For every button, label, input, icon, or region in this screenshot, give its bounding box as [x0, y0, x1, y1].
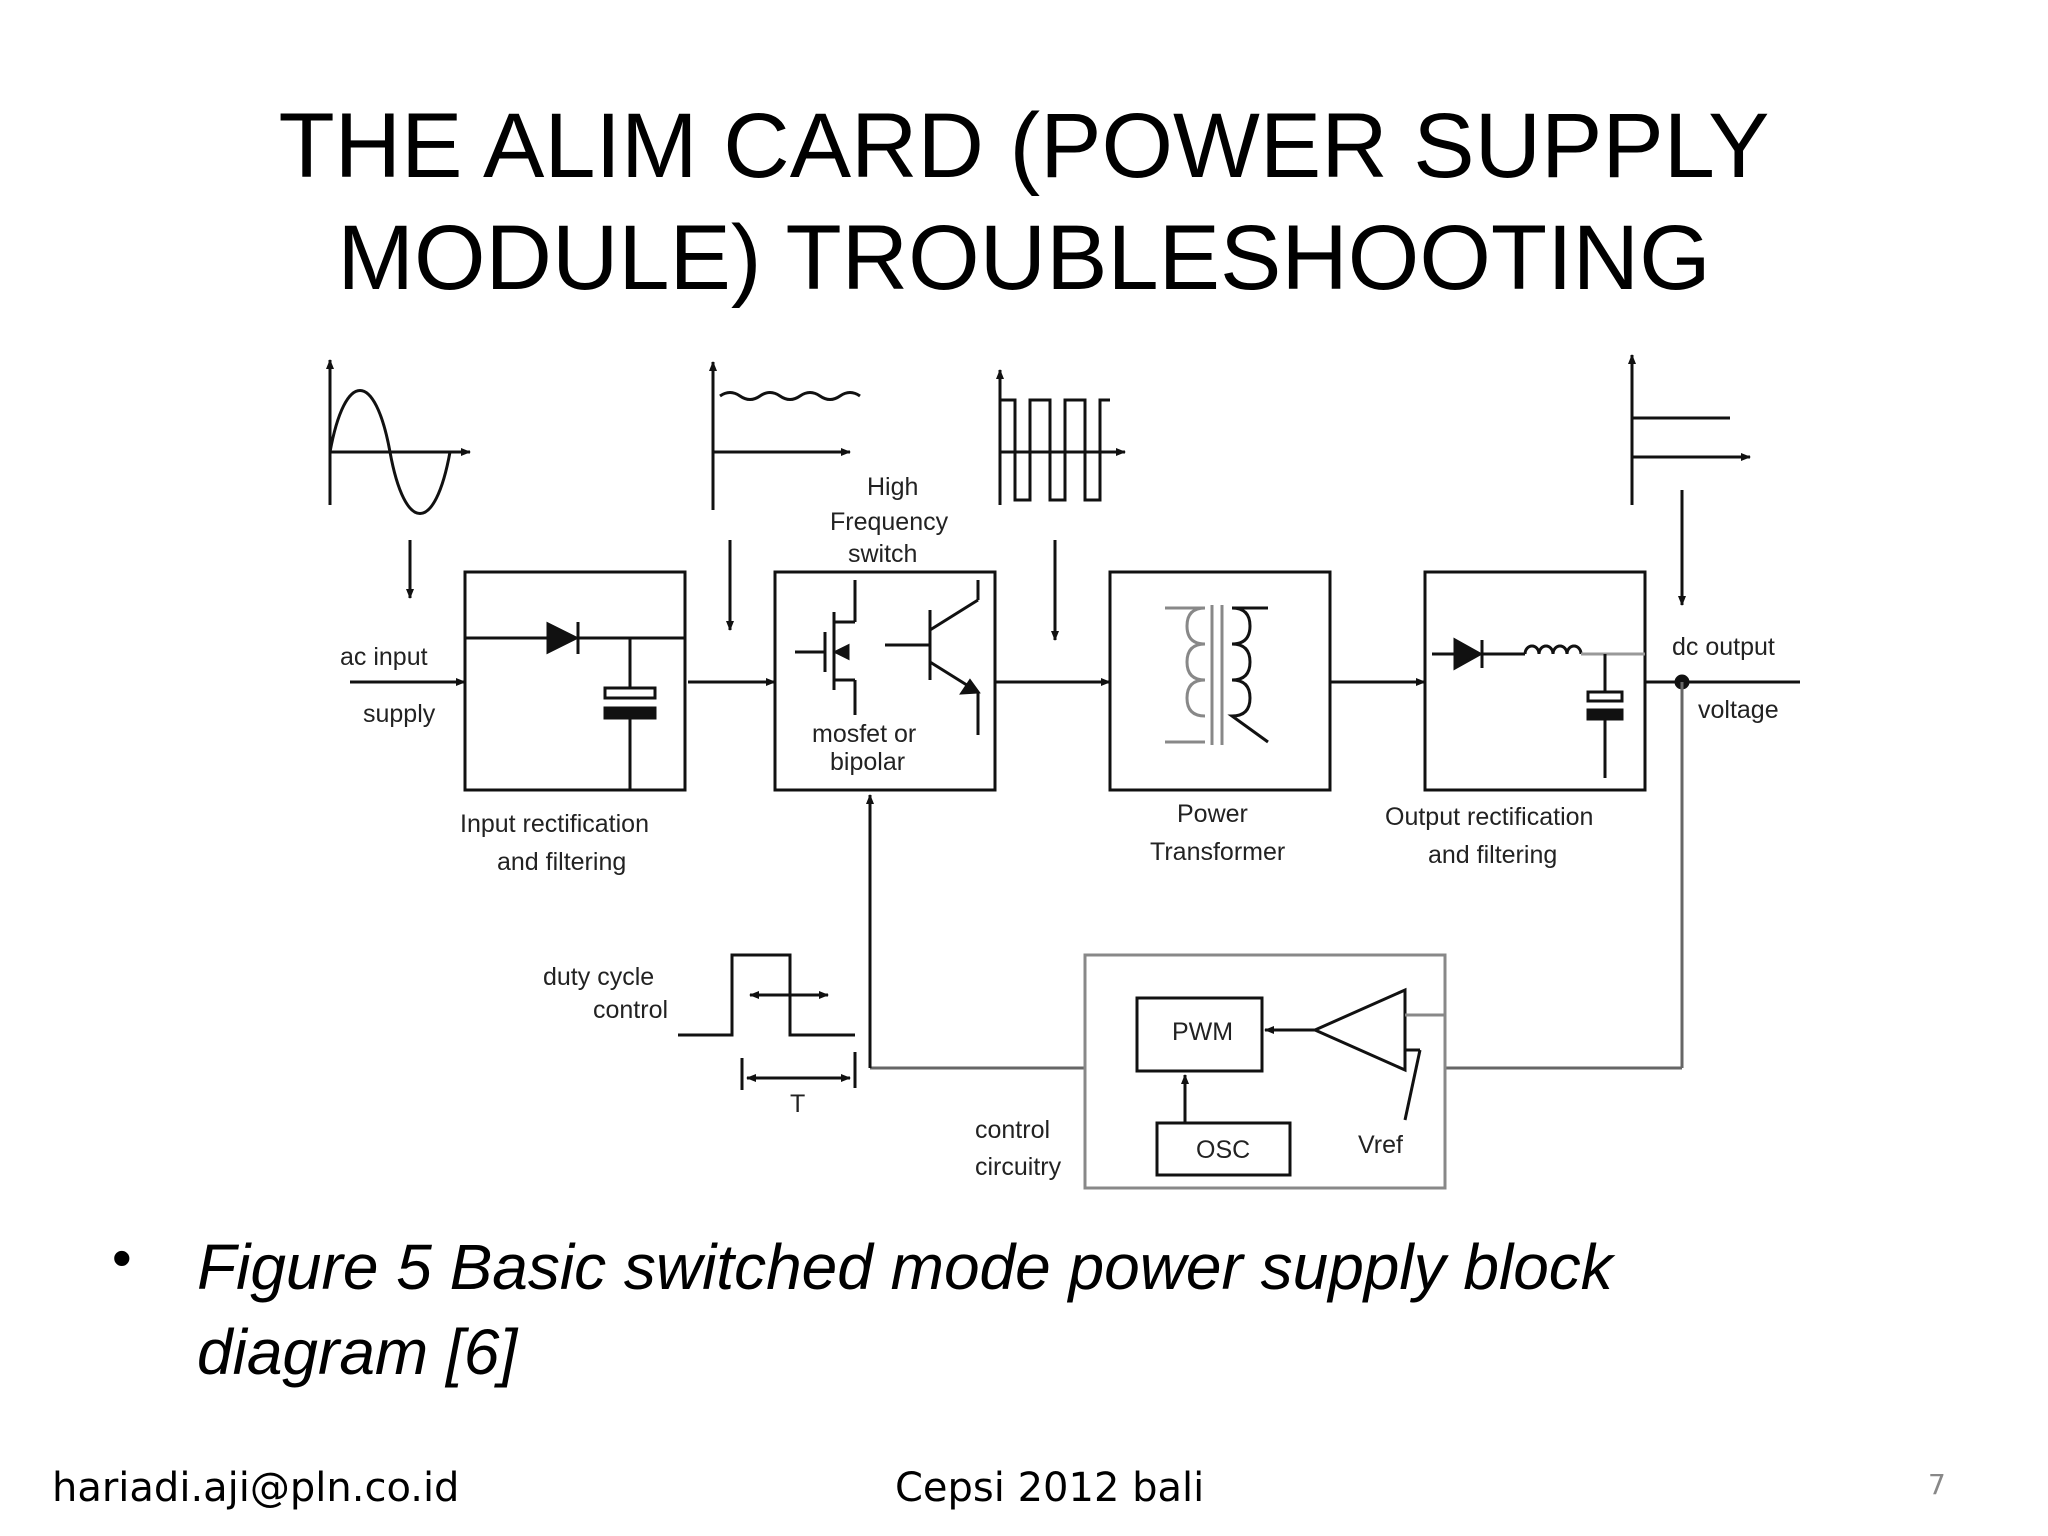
- switch-type-line-2: bipolar: [830, 748, 905, 776]
- slide-title: THE ALIM CARD (POWER SUPPLY MODULE) TROU…: [0, 90, 2048, 314]
- switch-title-line-3: switch: [848, 540, 917, 568]
- duty-cycle-label-line-2: control: [593, 996, 668, 1024]
- duty-cycle-label-line-1: duty cycle: [543, 963, 654, 991]
- power-transformer-block: [1108, 570, 1332, 792]
- vref-label: Vref: [1358, 1131, 1403, 1159]
- control-label-line-1: control: [975, 1116, 1050, 1144]
- ac-input-label-line-2: supply: [363, 700, 436, 728]
- waveform-pointer-arrows: [406, 490, 1686, 641]
- period-label: T: [790, 1090, 805, 1118]
- output-block-label-line-2: and filtering: [1428, 841, 1557, 869]
- ac-input-label-line-1: ac input: [340, 643, 428, 671]
- switch-type-line-1: mosfet or: [812, 720, 916, 748]
- footer-event: Cepsi 2012 bali: [895, 1465, 1205, 1511]
- switch-title-line-1: High: [867, 473, 918, 501]
- duty-cycle-waveform: [678, 953, 857, 1090]
- input-rectification-block: [463, 570, 687, 792]
- input-block-label-line-2: and filtering: [497, 848, 626, 876]
- transformer-label-line-1: Power: [1177, 800, 1248, 828]
- switch-title-line-2: Frequency: [830, 508, 949, 536]
- page-number: 7: [1928, 1468, 1946, 1501]
- control-label-line-2: circuitry: [975, 1153, 1062, 1181]
- waveform-dc-output: [1628, 354, 1751, 505]
- transformer-label-line-2: Transformer: [1150, 838, 1285, 866]
- footer-email: hariadi.aji@pln.co.id: [52, 1465, 460, 1511]
- waveform-square: [996, 369, 1126, 505]
- output-rectification-block: [1423, 570, 1647, 792]
- waveform-rectified-ripple: [709, 361, 861, 510]
- output-block-label-line-1: Output rectification: [1385, 803, 1593, 831]
- dc-output-label-line-1: dc output: [1672, 633, 1775, 661]
- figure-caption: Figure 5 Basic switched mode power suppl…: [197, 1231, 1613, 1388]
- pwm-label: PWM: [1172, 1018, 1233, 1046]
- osc-label: OSC: [1196, 1136, 1250, 1164]
- waveform-ac-sine: [326, 359, 471, 515]
- title-line-1: THE ALIM CARD (POWER SUPPLY: [278, 95, 1770, 197]
- input-block-label-line-1: Input rectification: [460, 810, 649, 838]
- main-signal-path: [350, 674, 1800, 690]
- bullet-symbol: •: [112, 1226, 132, 1289]
- dc-output-label-line-2: voltage: [1698, 696, 1779, 724]
- feedback-path: [866, 682, 1684, 1070]
- title-line-2: MODULE) TROUBLESHOOTING: [337, 207, 1711, 309]
- control-circuitry-block: [1083, 953, 1447, 1190]
